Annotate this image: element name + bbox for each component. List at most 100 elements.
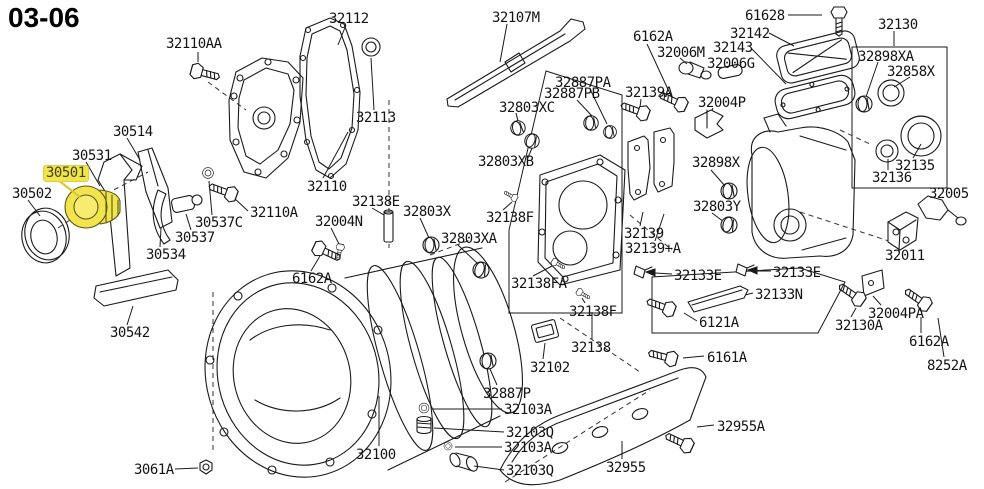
part-label-6162A-3[interactable]: 6162A [909, 334, 949, 350]
part-label-32133E-2[interactable]: 32133E [773, 265, 821, 281]
part-32138E-pin [383, 209, 394, 243]
part-label-30542[interactable]: 30542 [110, 325, 150, 341]
part-label-32139[interactable]: 32139 [624, 226, 664, 242]
part-label-32858X[interactable]: 32858X [887, 64, 935, 80]
part-label-6121A[interactable]: 6121A [699, 315, 739, 331]
part-label-32102[interactable]: 32102 [530, 360, 570, 376]
part-32133N-bar [687, 285, 749, 313]
part-label-32135[interactable]: 32135 [895, 158, 935, 174]
part-label-32004N[interactable]: 32004N [315, 214, 363, 230]
part-32107M-rod [446, 18, 586, 108]
part-label-32898X[interactable]: 32898X [692, 155, 740, 171]
part-label-32803XB[interactable]: 32803XB [478, 154, 534, 170]
part-label-32143[interactable]: 32143 [713, 40, 753, 56]
part-3061A-nut [199, 459, 213, 475]
part-label-32955[interactable]: 32955 [606, 460, 646, 476]
part-label-30537C[interactable]: 30537C [195, 215, 243, 231]
part-label-32103Q-2[interactable]: 32103Q [506, 463, 554, 479]
part-label-32803Y[interactable]: 32803Y [693, 199, 741, 215]
part-label-32103A[interactable]: 32103A [504, 402, 552, 418]
part-label-32004P[interactable]: 32004P [698, 95, 746, 111]
part-label-32887PA[interactable]: 32887PA [555, 75, 611, 91]
part-label-32107M[interactable]: 32107M [492, 10, 540, 26]
part-label-32887PB[interactable]: 32887PB [544, 86, 600, 102]
part-label-32006M[interactable]: 32006M [657, 45, 705, 61]
part-label-32142[interactable]: 32142 [730, 26, 770, 42]
part-label-6162A[interactable]: 6162A [633, 29, 673, 45]
part-label-32100[interactable]: 32100 [356, 447, 396, 463]
part-label-32113[interactable]: 32113 [356, 110, 396, 126]
part-label-32130A[interactable]: 32130A [835, 318, 883, 334]
part-label-32898XA[interactable]: 32898XA [858, 49, 914, 65]
part-32005-switch [917, 195, 967, 226]
part-label-32138FA[interactable]: 32138FA [511, 276, 567, 292]
part-30534-rod [152, 189, 171, 245]
part-32004P-bracket [694, 109, 724, 139]
part-label-32006G[interactable]: 32006G [707, 56, 755, 72]
part-label-32803XA[interactable]: 32803XA [441, 231, 497, 247]
part-label-6162A-2[interactable]: 6162A [292, 271, 332, 287]
part-label-30501[interactable]: 30501 [44, 165, 88, 181]
part-32138-adapter-plate [537, 154, 626, 286]
explosion-axis-lines [57, 81, 899, 483]
part-32103Q-spring [416, 415, 432, 435]
part-label-30514[interactable]: 30514 [113, 124, 153, 140]
part-32858X-ring [877, 79, 905, 107]
part-32135-ring [900, 115, 942, 157]
part-label-32803XC[interactable]: 32803XC [499, 100, 555, 116]
part-label-32103A-2[interactable]: 32103A [504, 440, 552, 456]
part-32143-gasket [774, 74, 856, 120]
part-label-30531[interactable]: 30531 [72, 148, 112, 164]
part-32955-cover [499, 367, 707, 486]
part-30501-highlighted[interactable] [64, 185, 121, 229]
part-30514-fork [137, 147, 173, 229]
part-label-8252A[interactable]: 8252A [927, 358, 967, 374]
part-30542-bracket [93, 269, 179, 307]
part-label-32139+A[interactable]: 32139+A [625, 241, 681, 257]
part-label-32112[interactable]: 32112 [329, 11, 369, 27]
part-label-32005[interactable]: 32005 [929, 186, 969, 202]
part-32006M-switch [678, 61, 712, 80]
detail-box-32133 [651, 267, 846, 334]
part-label-32138F[interactable]: 32138F [486, 210, 534, 226]
part-label-32136[interactable]: 32136 [872, 170, 912, 186]
part-label-32803X[interactable]: 32803X [403, 204, 451, 220]
part-label-32004PA[interactable]: 32004PA [868, 306, 924, 322]
part-label-32103Q[interactable]: 32103Q [506, 425, 554, 441]
part-32011-bracket [887, 211, 919, 251]
part-label-3061A[interactable]: 3061A [134, 462, 174, 478]
part-label-61628[interactable]: 61628 [745, 8, 785, 24]
part-30537-plunger [170, 194, 203, 213]
leader-lines [27, 14, 945, 471]
detail-box-32138 [508, 70, 623, 314]
part-32133E-clip-left [633, 265, 653, 279]
part-label-32955A[interactable]: 32955A [717, 419, 765, 435]
part-label-32138E[interactable]: 32138E [352, 194, 400, 210]
part-rear-extension-housing [746, 113, 856, 259]
part-label-32133N[interactable]: 32133N [755, 287, 803, 303]
part-label-32011[interactable]: 32011 [885, 248, 925, 264]
part-label-32110AA[interactable]: 32110AA [166, 36, 222, 52]
detail-box-32130 [851, 46, 948, 189]
part-32139-plates [627, 127, 675, 201]
part-label-32130[interactable]: 32130 [878, 17, 918, 33]
part-label-32110[interactable]: 32110 [307, 179, 347, 195]
part-32110-front-cover [228, 57, 304, 179]
part-label-32887P[interactable]: 32887P [483, 386, 531, 402]
part-label-32139A[interactable]: 32139A [625, 85, 673, 101]
part-label-30537[interactable]: 30537 [175, 230, 215, 246]
part-label-30534[interactable]: 30534 [146, 247, 186, 263]
part-label-32133E[interactable]: 32133E [674, 268, 722, 284]
highlight-leader-line [57, 179, 81, 198]
part-label-32138F-2[interactable]: 32138F [569, 304, 617, 320]
part-label-32138[interactable]: 32138 [571, 340, 611, 356]
part-32136-ring [875, 139, 899, 163]
part-30531-fork [97, 153, 143, 277]
part-label-30502[interactable]: 30502 [12, 186, 52, 202]
part-label-6161A[interactable]: 6161A [707, 350, 747, 366]
part-32004PA-bracket [861, 269, 885, 297]
part-label-32110A[interactable]: 32110A [250, 205, 298, 221]
